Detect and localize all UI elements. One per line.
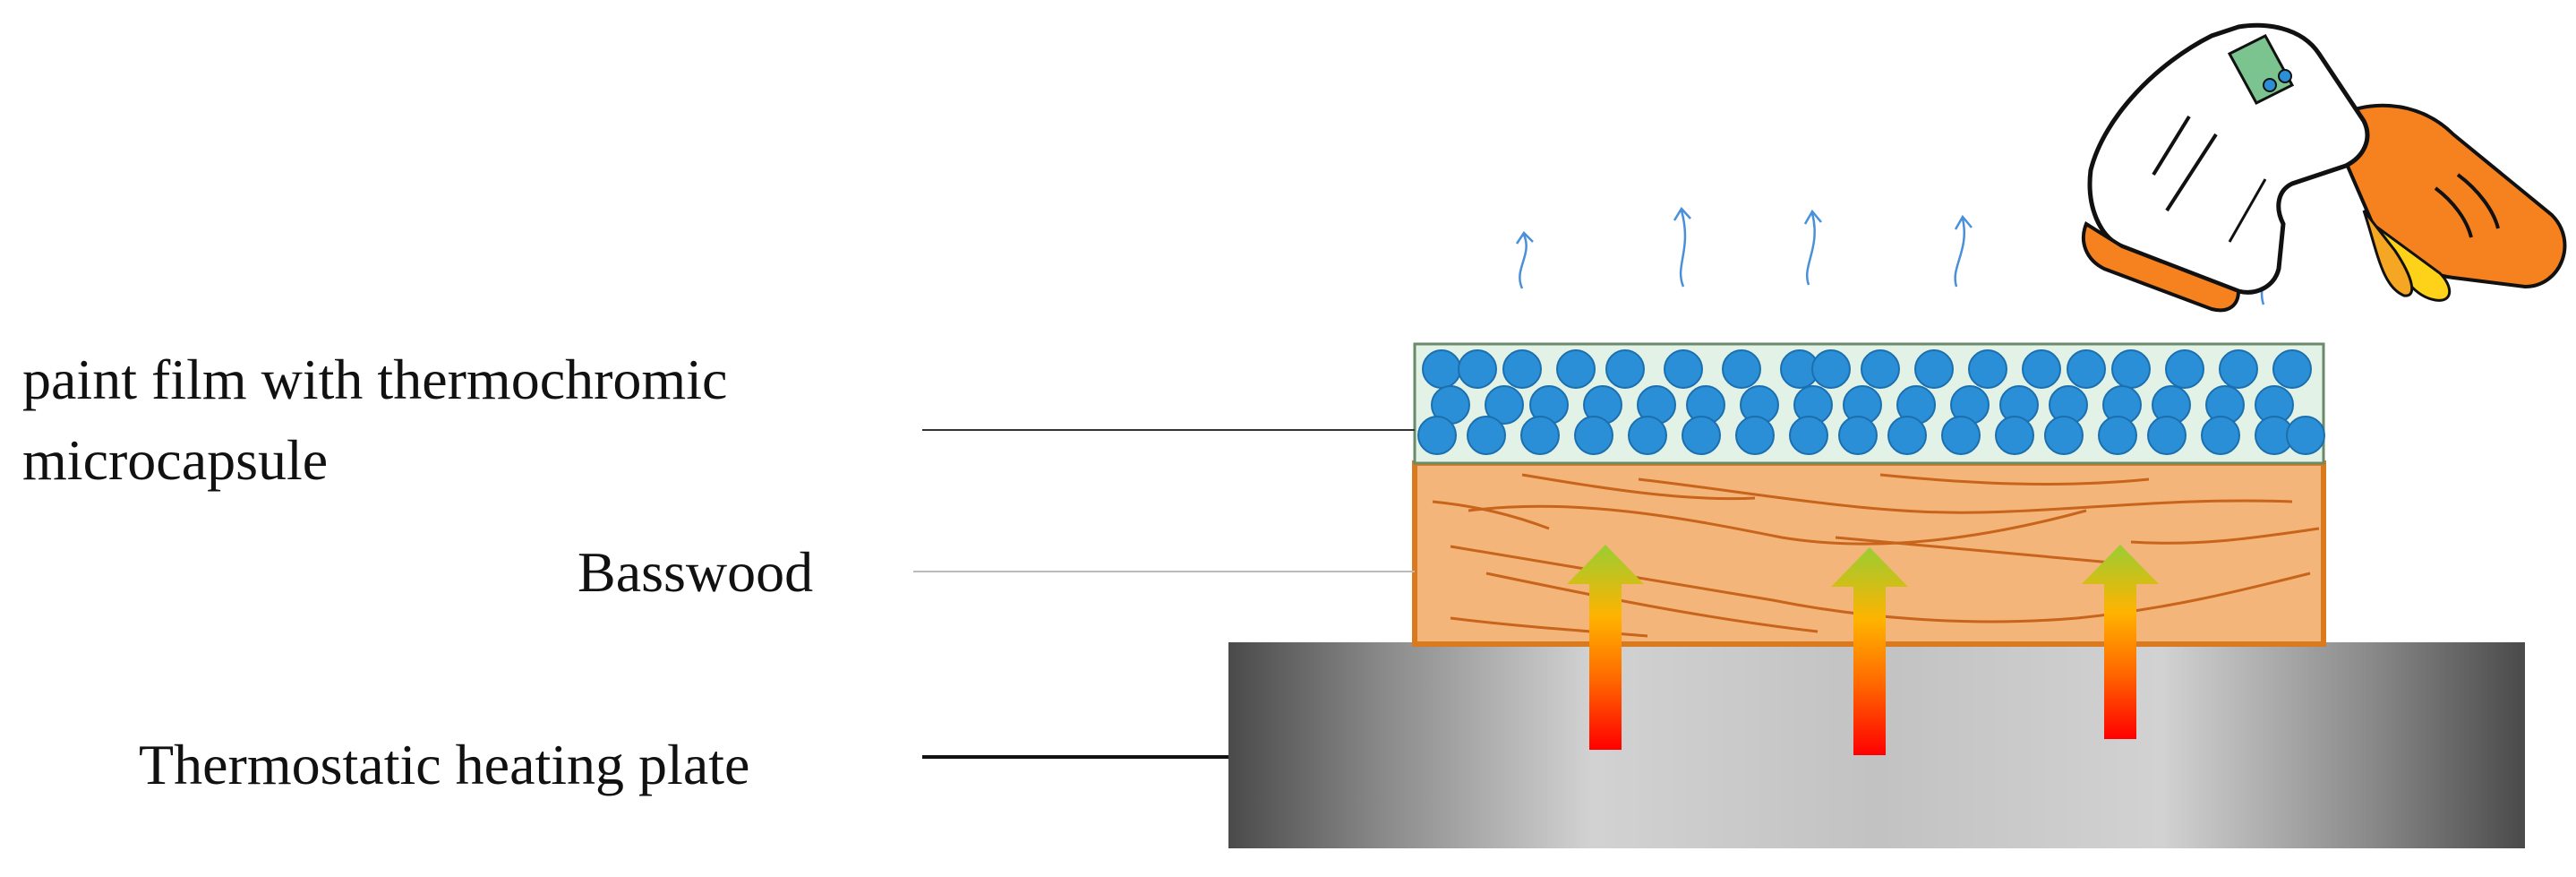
- microcapsule: [1941, 416, 1981, 455]
- microcapsule: [1995, 416, 2034, 455]
- microcapsule: [1887, 416, 1927, 455]
- microcapsule-group: [1417, 349, 2325, 455]
- heat-wave-icon: [1803, 209, 1822, 286]
- microcapsule: [1502, 349, 1542, 389]
- microcapsule: [1458, 349, 1497, 389]
- microcapsule: [1605, 349, 1645, 389]
- microcapsule: [1735, 416, 1775, 455]
- microcapsule: [1722, 349, 1761, 389]
- heat-wave-icon: [1673, 206, 1691, 288]
- infrared-thermometer-icon: [2081, 22, 2567, 313]
- microcapsule: [2067, 349, 2106, 389]
- wood-grain: [1432, 473, 2320, 638]
- microcapsule: [2272, 349, 2312, 389]
- microcapsule: [1664, 349, 1703, 389]
- microcapsule: [1914, 349, 1954, 389]
- microcapsule: [1467, 416, 1506, 455]
- microcapsule: [2098, 416, 2137, 455]
- microcapsule: [2165, 349, 2204, 389]
- microcapsule: [1811, 349, 1851, 389]
- microcapsule: [1838, 416, 1878, 455]
- microcapsule: [2022, 349, 2061, 389]
- microcapsule: [1861, 349, 1900, 389]
- microcapsule: [2286, 416, 2325, 455]
- microcapsule: [1682, 416, 1721, 455]
- heat-wave-icon: [1954, 214, 1973, 288]
- heat-arrow-2: [1831, 547, 1908, 755]
- microcapsule: [1574, 416, 1613, 455]
- microcapsule: [2111, 349, 2151, 389]
- heat-wave-icon: [1515, 231, 1534, 289]
- heat-arrow-3: [2082, 545, 2159, 739]
- microcapsule: [2201, 416, 2240, 455]
- microcapsule: [2219, 349, 2258, 389]
- heating-plate-label: Thermostatic heating plate: [139, 733, 749, 796]
- microcapsule: [1628, 416, 1667, 455]
- basswood-label: Basswood: [578, 540, 813, 604]
- microcapsule: [1968, 349, 2007, 389]
- paint-film-label-line1: paint film with thermochromic: [22, 348, 727, 411]
- microcapsule: [1789, 416, 1828, 455]
- microcapsule: [1556, 349, 1596, 389]
- microcapsule: [1417, 416, 1457, 455]
- microcapsule: [2044, 416, 2084, 455]
- microcapsule: [2147, 416, 2187, 455]
- microcapsule: [1485, 385, 1524, 425]
- microcapsule: [1422, 349, 1461, 389]
- paint-film-label-line2: microcapsule: [22, 428, 328, 492]
- microcapsule: [1520, 416, 1560, 455]
- heat-arrow-1: [1567, 545, 1644, 750]
